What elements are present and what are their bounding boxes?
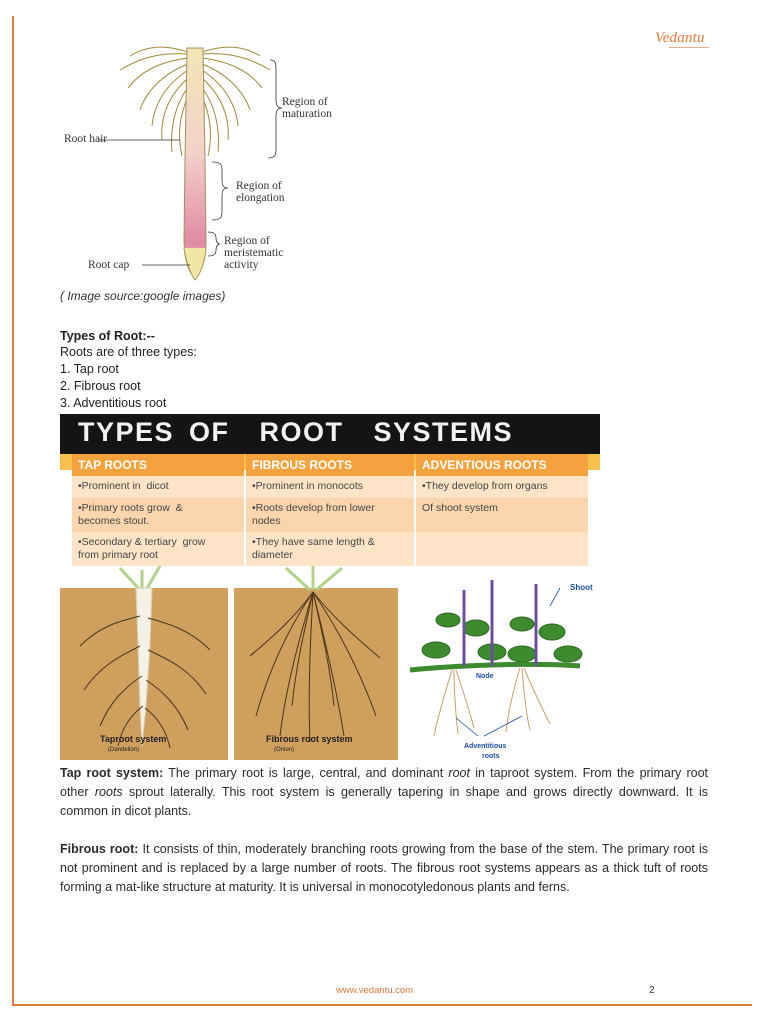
taproot-main [135,587,153,747]
taproot-picture-label: Taproot system [100,734,166,744]
page-border-left [12,16,14,1006]
tap-root-text-1: The primary root is large, central, and … [163,766,449,780]
fibrous-leaves [284,566,343,592]
root-hair-label: Root hair [64,133,108,145]
meristematic-brace [207,231,221,257]
root-hairs [119,46,271,157]
type-item-3: 3. Adventitious root [60,396,167,410]
image-caption: ( Image source:google images) [60,289,226,303]
table-cell: •Prominent in dicot [72,476,244,498]
elongation-label: Region of elongation [236,180,285,204]
fibrous-roots [249,591,381,743]
col-header-fibrous: FIBROUS ROOTS [246,454,414,476]
fibrous-picture-label: Fibrous root system [266,734,353,744]
tap-root-paragraph: Tap root system: The primary root is lar… [60,764,708,821]
fibrous-root-term: Fibrous root: [60,842,139,856]
col-header-adventitious: ADVENTIOUS ROOTS [416,454,588,476]
adventitious-roots-label-2: roots [482,753,500,760]
fibrous-picture-sublabel: (Onion) [274,747,294,753]
logo-underline [669,47,709,50]
root-system-illustrations: Taproot system (Dandelion) Fibrous root … [60,565,593,760]
fibrous-root-paragraph: Fibrous root: It consists of thin, moder… [60,840,708,897]
tap-root-em-2: roots [94,785,123,799]
figure-title: TYPES OF ROOT SYSTEMS [78,417,514,447]
taproot-laterals [79,615,211,749]
taproot-picture-sublabel: (Dandelion) [108,747,139,753]
tap-root-text-2: in taproot system. From the primary root… [60,766,709,799]
figure-banner: TYPES OF ROOT SYSTEMS [60,414,600,454]
maturation-brace [267,59,283,159]
logo-text: Vedantu [655,30,705,46]
maturation-label: Region of maturation [282,96,332,120]
table-cell: •Primary roots grow & becomes stout. [72,498,244,532]
node-label: Node [476,673,494,680]
table-cell: •They have same length & diameter [246,532,414,566]
tap-root-term: Tap root system: [60,766,164,780]
fibrous-soil [234,588,398,760]
root-cap-label: Root cap [88,259,130,271]
table-cell: Of shoot system [416,498,588,532]
meristematic-label: Region of meristematic activity [224,235,284,271]
types-heading: Types of Root:-- [60,329,155,343]
col-header-tap: TAP ROOTS [72,454,244,476]
page-number: 2 [649,985,655,996]
table-cell: •Secondary & tertiary grow from primary … [72,532,244,566]
adventitious-roots-label-1: Adventitious [464,743,506,750]
shoot-label: Shoot [570,583,593,592]
panel-divider [228,588,234,760]
types-intro: Roots are of three types: [60,345,197,359]
table-cell: •Prominent in monocots [246,476,414,498]
taproot-leaves [118,565,162,592]
root-cap-shape [183,247,207,281]
vedantu-logo: Vedantu [655,30,709,50]
elongation-brace [211,161,229,221]
table-cell: •Roots develop from lower nodes [246,498,414,532]
page-border-bottom [12,1004,752,1006]
root-zones-diagram: Region of maturation Root hair Region of… [60,40,360,290]
adventitious-plant [409,580,583,737]
root-body [183,47,207,279]
table-cell [416,532,588,566]
fibrous-root-text: It consists of thin, moderately branchin… [60,842,708,894]
root-system-pictures: Taproot system (Dandelion) Fibrous root … [60,565,600,760]
tap-root-em-1: root [448,766,470,780]
type-item-2: 2. Fibrous root [60,379,141,393]
tap-root-text-3: sprout laterally. This root system is ge… [60,785,708,818]
root-systems-figure: TYPES OF ROOT SYSTEMS TAP ROOTS FIBROUS … [60,414,600,760]
table-cell: •They develop from organs [416,476,588,498]
footer-url[interactable]: www.vedantu.com [336,985,414,996]
type-item-1: 1. Tap root [60,362,119,376]
root-zones-illustration [98,46,283,281]
